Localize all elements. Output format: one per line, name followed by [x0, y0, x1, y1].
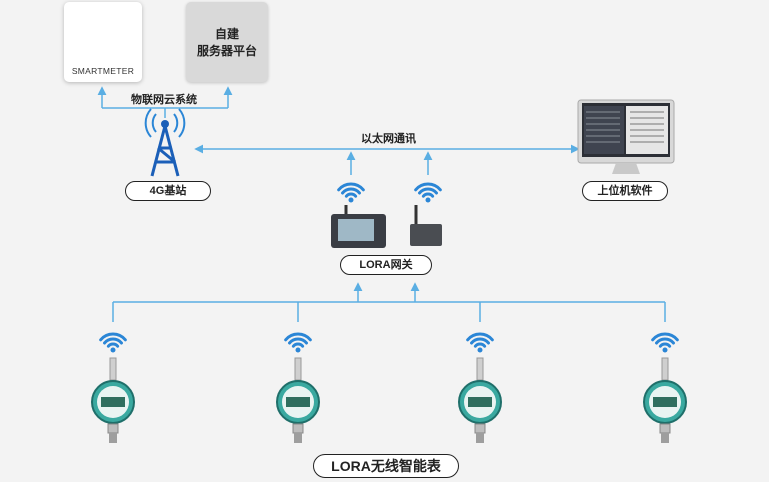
ethernet-link-lines	[194, 144, 580, 175]
custom-server-card: 自建 服务器平台	[186, 2, 268, 82]
ethernet-label: 以太网通讯	[361, 133, 416, 145]
meter-2-wifi-icon	[284, 332, 312, 353]
cloud-link-lines	[97, 86, 233, 118]
custom-server-line1: 自建	[214, 27, 239, 41]
custom-server-line2: 服务器平台	[196, 44, 257, 58]
meter-3-wifi-icon	[466, 332, 494, 353]
meter-1-icon	[91, 357, 135, 443]
monitor-icon	[577, 99, 675, 174]
cell-tower-icon	[144, 108, 186, 177]
smartmeter-brand-text: SMARTMETER	[71, 66, 135, 76]
meter-bus-lines	[112, 282, 666, 322]
meter-4-wifi-icon	[651, 332, 679, 353]
gateway-box-icon	[410, 205, 442, 246]
gateway-panel-icon	[331, 205, 386, 248]
meter-1-wifi-icon	[99, 332, 127, 353]
base-station-label: 4G基站	[125, 181, 211, 201]
meter-4-icon	[643, 357, 687, 443]
cloud-link-label: 物联网云系统	[131, 94, 197, 106]
smartmeter-platform-card: SMARTMETER	[64, 2, 142, 82]
meter-3-icon	[458, 357, 502, 443]
gateway-box-wifi-icon	[414, 182, 442, 203]
host-computer-label: 上位机软件	[582, 181, 668, 201]
gateway-label: LORA网关	[340, 255, 432, 275]
gateway-panel-wifi-icon	[337, 182, 365, 203]
meter-2-icon	[276, 357, 320, 443]
meters-label: LORA无线智能表	[313, 454, 459, 478]
